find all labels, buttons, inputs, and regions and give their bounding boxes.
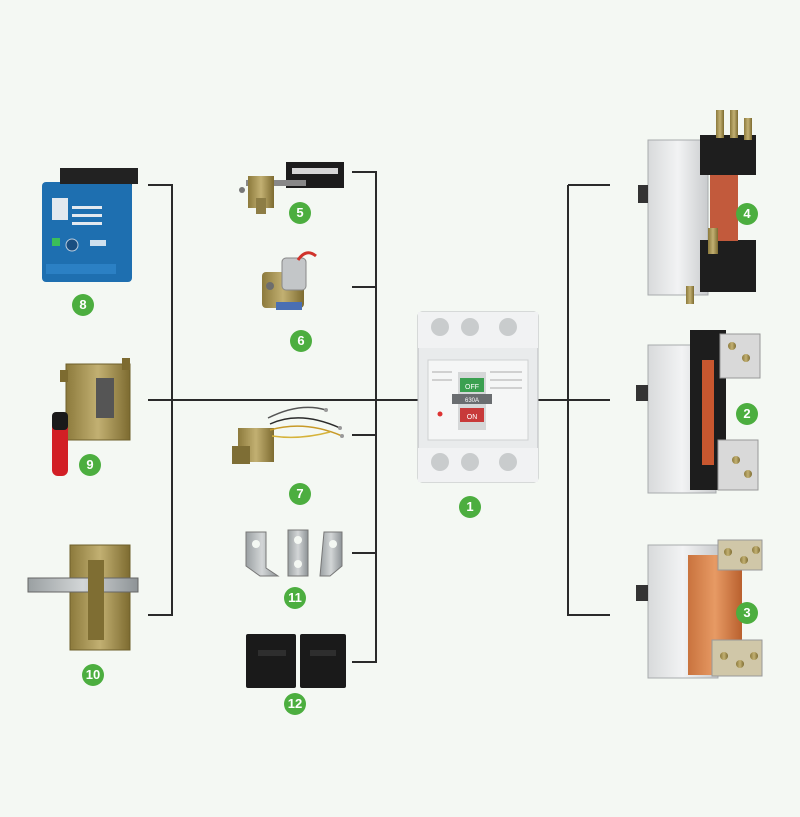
shunt-trip-image — [239, 162, 344, 214]
badge-extended-handle: 10 — [82, 664, 104, 686]
terminal-covers-image — [246, 634, 346, 688]
badge-connection-plates: 11 — [284, 587, 306, 609]
badge-rotary-handle: 9 — [79, 454, 101, 476]
badge-rear-copper-kit: 3 — [736, 602, 758, 624]
front-connection-kit-image — [636, 330, 761, 494]
rear-copper-kit-image — [636, 539, 763, 679]
badge-rear-plug-in-kit: 4 — [736, 203, 758, 225]
badge-terminal-covers: 12 — [284, 693, 306, 715]
connector-lines — [148, 171, 610, 663]
badge-shunt-trip: 5 — [289, 202, 311, 224]
auxiliary-contact-image — [232, 406, 344, 464]
connection-plates-image — [245, 529, 343, 577]
badge-auxiliary-contact: 7 — [289, 483, 311, 505]
breaker-rating: 630A — [465, 398, 479, 404]
breaker-on-mark: ON — [467, 414, 478, 421]
badge-motor-operator: 8 — [72, 294, 94, 316]
badge-undervoltage-release: 6 — [290, 330, 312, 352]
undervoltage-release-image — [262, 251, 317, 310]
breaker-image: OFF 630A ON — [417, 311, 539, 483]
breaker-off-mark: OFF — [465, 384, 479, 391]
badge-breaker: 1 — [459, 496, 481, 518]
motor-operator-image — [42, 168, 138, 282]
badge-front-connection-kit: 2 — [736, 403, 758, 425]
rear-plug-in-kit-image — [638, 110, 756, 304]
extended-handle-image — [27, 544, 139, 651]
rotary-handle-image — [52, 358, 131, 476]
